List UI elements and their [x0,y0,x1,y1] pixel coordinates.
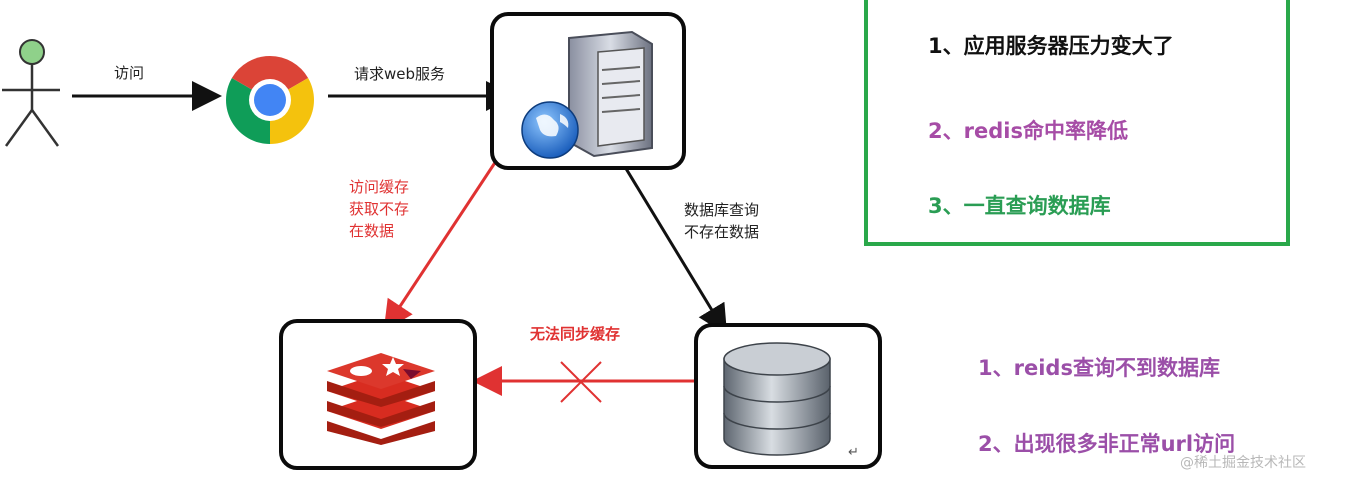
label-cache-miss-line2: 获取不存 [349,200,410,218]
note-item-1: 1、应用服务器压力变大了 [928,34,1174,58]
app-server-node[interactable] [490,12,686,170]
chrome-browser-icon [226,56,314,144]
label-request-web: 请求web服务 [354,65,446,83]
blocked-cross-icon [560,361,602,403]
return-mark-icon: ↵ [848,445,859,460]
label-sync-fail: 无法同步缓存 [530,325,621,343]
label-cache-miss: 访问缓存 获取不存 在数据 [349,176,409,242]
arrow-server-to-database [620,161,728,336]
label-cache-miss-line1: 访问缓存 [349,178,410,196]
consequence-note-1: 1、reids查询不到数据库 [978,356,1220,380]
redis-cache-node[interactable] [279,319,477,470]
watermark: @稀土掘金技术社区 [1180,455,1306,471]
user-stick-figure-icon [2,39,60,147]
database-cylinder-icon [723,342,831,456]
note-item-2: 2、redis命中率降低 [928,119,1128,143]
problem-notes-box: 1、应用服务器压力变大了 2、redis命中率降低 3、一直查询数据库 [864,0,1290,246]
redis-logo-icon [327,353,435,445]
label-cache-miss-line3: 在数据 [349,222,395,240]
web-server-icon [521,30,653,159]
consequence-note-2: 2、出现很多非正常url访问 [978,432,1236,456]
label-visit: 访问 [114,64,145,82]
label-db-query-line2: 不存在数据 [684,223,760,241]
label-db-query: 数据库查询 不存在数据 [684,199,759,243]
arrow-server-to-redis [383,151,504,332]
database-node[interactable]: ↵ [694,323,882,469]
label-db-query-line1: 数据库查询 [684,201,760,219]
note-item-3: 3、一直查询数据库 [928,194,1111,218]
